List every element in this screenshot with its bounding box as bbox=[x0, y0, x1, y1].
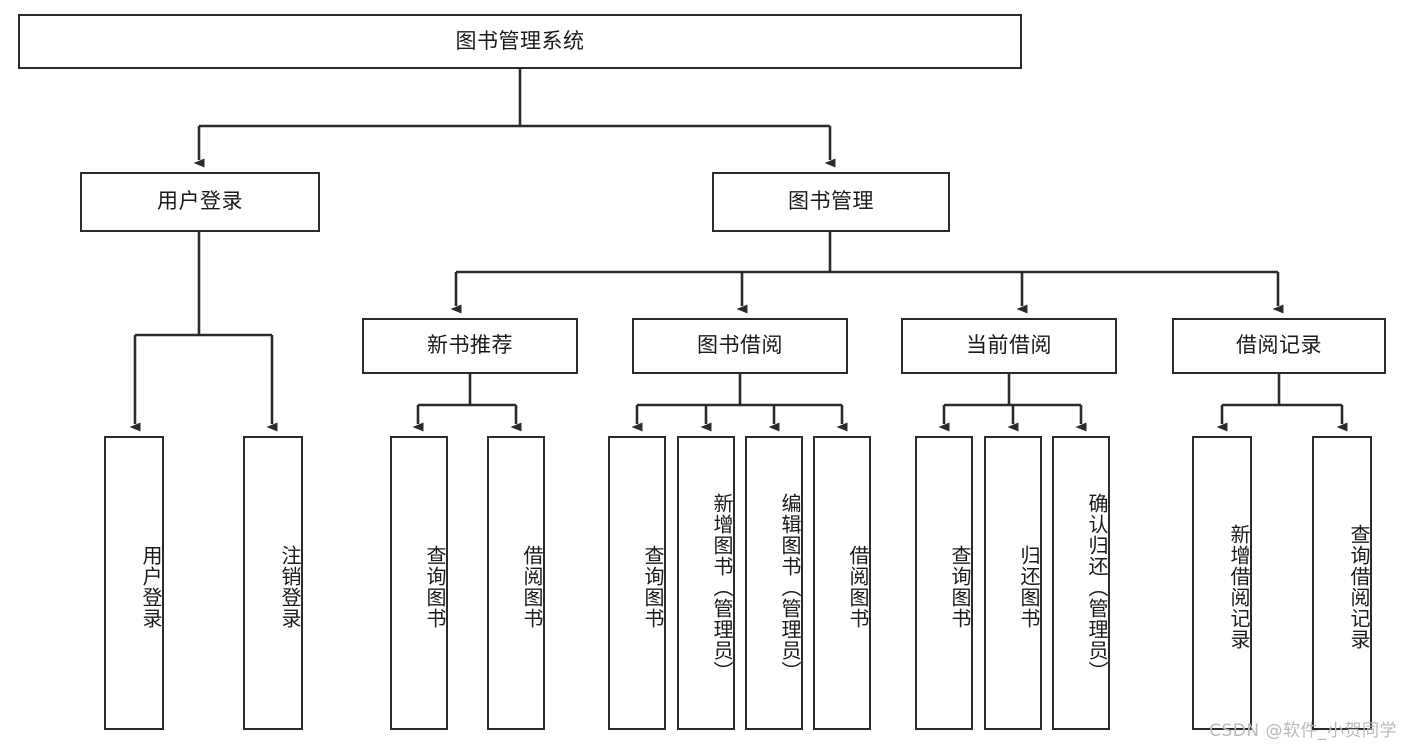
leaf-add-book-label: 新增图书（管理员） bbox=[710, 492, 734, 682]
leaf-add-record[interactable]: 新增借阅记录 bbox=[1192, 436, 1252, 730]
leaf-borrow-book-2[interactable]: 借阅图书 bbox=[813, 436, 871, 730]
leaf-edit-book-label: 编辑图书（管理员） bbox=[778, 492, 802, 682]
node-user-login-label: 用户登录 bbox=[157, 189, 243, 214]
node-user-login[interactable]: 用户登录 bbox=[80, 172, 320, 232]
leaf-query-book-3[interactable]: 查询图书 bbox=[915, 436, 973, 730]
leaf-edit-book[interactable]: 编辑图书（管理员） bbox=[745, 436, 803, 730]
leaf-logout[interactable]: 注销登录 bbox=[243, 436, 303, 730]
leaf-query-book-1[interactable]: 查询图书 bbox=[390, 436, 448, 730]
leaf-logout-label: 注销登录 bbox=[278, 545, 302, 629]
node-new-book-rec-label: 新书推荐 bbox=[427, 333, 513, 358]
leaf-return-book[interactable]: 归还图书 bbox=[984, 436, 1042, 730]
leaf-query-book-2-label: 查询图书 bbox=[641, 545, 665, 629]
leaf-user-login[interactable]: 用户登录 bbox=[104, 436, 164, 730]
leaf-query-book-1-label: 查询图书 bbox=[423, 545, 447, 629]
leaf-query-book-3-label: 查询图书 bbox=[948, 545, 972, 629]
leaf-add-record-label: 新增借阅记录 bbox=[1227, 524, 1251, 650]
node-borrow-record[interactable]: 借阅记录 bbox=[1172, 318, 1386, 374]
node-book-borrow[interactable]: 图书借阅 bbox=[632, 318, 848, 374]
node-book-borrow-label: 图书借阅 bbox=[697, 333, 783, 358]
leaf-borrow-book-1[interactable]: 借阅图书 bbox=[487, 436, 545, 730]
node-current-borrow[interactable]: 当前借阅 bbox=[901, 318, 1117, 374]
leaf-query-record[interactable]: 查询借阅记录 bbox=[1312, 436, 1372, 730]
node-current-borrow-label: 当前借阅 bbox=[966, 333, 1052, 358]
leaf-query-book-2[interactable]: 查询图书 bbox=[608, 436, 666, 730]
leaf-query-record-label: 查询借阅记录 bbox=[1347, 524, 1371, 650]
node-new-book-rec[interactable]: 新书推荐 bbox=[362, 318, 578, 374]
leaf-user-login-label: 用户登录 bbox=[139, 545, 163, 629]
node-borrow-record-label: 借阅记录 bbox=[1236, 333, 1322, 358]
leaf-borrow-book-1-label: 借阅图书 bbox=[520, 545, 544, 629]
leaf-add-book[interactable]: 新增图书（管理员） bbox=[677, 436, 735, 730]
node-root[interactable]: 图书管理系统 bbox=[18, 14, 1022, 69]
leaf-confirm-return-label: 确认归还（管理员） bbox=[1085, 492, 1109, 682]
leaf-confirm-return[interactable]: 确认归还（管理员） bbox=[1052, 436, 1110, 730]
node-book-manage-label: 图书管理 bbox=[788, 189, 874, 214]
node-book-manage[interactable]: 图书管理 bbox=[712, 172, 950, 232]
node-root-label: 图书管理系统 bbox=[455, 28, 585, 53]
leaf-borrow-book-2-label: 借阅图书 bbox=[846, 545, 870, 629]
leaf-return-book-label: 归还图书 bbox=[1017, 545, 1041, 629]
csdn-watermark: CSDN @软件_小贺同学 bbox=[1209, 721, 1397, 741]
